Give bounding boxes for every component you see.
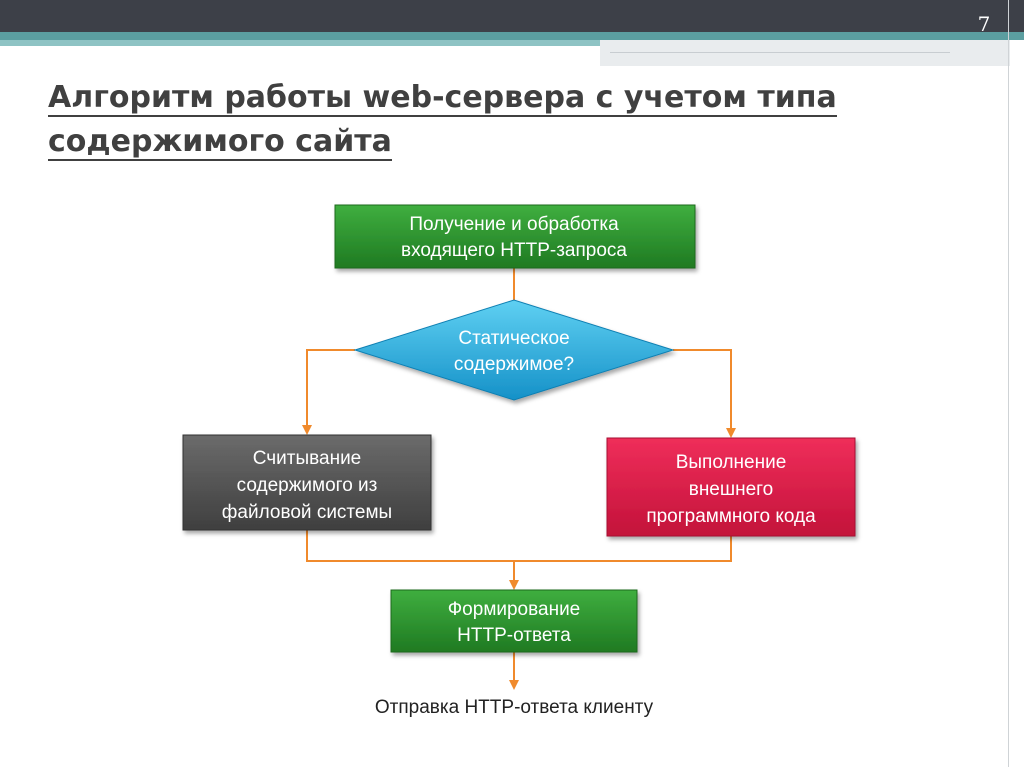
decision-static-content: Статическое содержимое? — [353, 299, 675, 401]
page-number: 7 — [977, 12, 991, 36]
decision-line2: содержимое? — [454, 354, 574, 375]
box-form-response: Формирование HTTP-ответа — [390, 589, 638, 653]
box-read-filesystem: Считывание содержимого из файловой систе… — [182, 434, 432, 531]
box-execute-code: Выполнение внешнего программного кода — [606, 437, 856, 537]
right-edge-line — [1008, 0, 1009, 767]
box-read-line2: содержимого из — [237, 475, 378, 496]
header-accent-bar — [0, 32, 1024, 40]
arrow-decision-to-execute — [673, 349, 736, 438]
box-read-line3: файловой системы — [222, 502, 392, 523]
box-receive-line2: входящего HTTP-запроса — [401, 240, 627, 261]
connectors — [302, 268, 736, 690]
header-bar — [0, 0, 1024, 32]
decision-line1: Статическое — [458, 328, 569, 349]
box-receive-request: Получение и обработка входящего HTTP-зап… — [334, 204, 696, 269]
arrow-decision-to-read — [302, 349, 355, 435]
box-form-line2: HTTP-ответа — [457, 625, 571, 646]
box-form-line1: Формирование — [448, 599, 581, 620]
box-execute-line1: Выполнение — [676, 452, 787, 473]
slide-title-text: Алгоритм работы web-сервера с учетом тип… — [48, 80, 837, 161]
header-accent-strip — [0, 40, 600, 46]
box-read-line1: Считывание — [253, 448, 362, 469]
header-light-strip — [600, 40, 1010, 66]
box-execute-line2: внешнего — [689, 479, 774, 500]
box-receive-line1: Получение и обработка — [409, 214, 619, 235]
send-response-label: Отправка HTTP-ответа клиенту — [375, 697, 654, 718]
header-thin-line — [610, 52, 950, 53]
slide-title: Алгоритм работы web-сервера с учетом тип… — [48, 76, 948, 164]
box-execute-line3: программного кода — [646, 506, 816, 527]
merge-line — [306, 530, 732, 562]
